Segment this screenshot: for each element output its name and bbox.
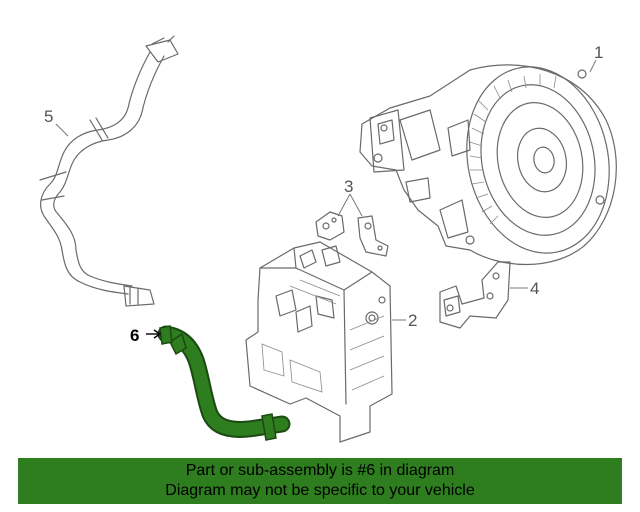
banner-line-disclaimer: Diagram may not be specific to your vehi… <box>165 482 475 499</box>
part-2-inverter-module[interactable] <box>245 241 393 443</box>
callout-2: 2 <box>408 311 417 330</box>
callout-6: 6 <box>130 326 139 345</box>
callout-1: 1 <box>594 43 603 62</box>
callout-3: 3 <box>344 177 353 196</box>
callout-5: 5 <box>44 107 53 126</box>
callout-4: 4 <box>530 279 539 298</box>
part-5-coolant-hose[interactable] <box>39 35 179 307</box>
part-4-mounting-bracket[interactable] <box>439 261 511 329</box>
info-banner: Part or sub-assembly is #6 in diagram Di… <box>18 458 622 504</box>
part-3-brackets[interactable] <box>315 211 389 257</box>
callout-leaders <box>55 59 597 339</box>
part-6-coolant-hose-highlighted[interactable] <box>157 325 291 441</box>
parts-diagram: 1 2 3 4 5 6 <box>39 35 626 443</box>
banner-line-part: Part or sub-assembly is #6 in diagram <box>185 462 455 479</box>
part-1-drive-motor[interactable] <box>359 54 626 267</box>
